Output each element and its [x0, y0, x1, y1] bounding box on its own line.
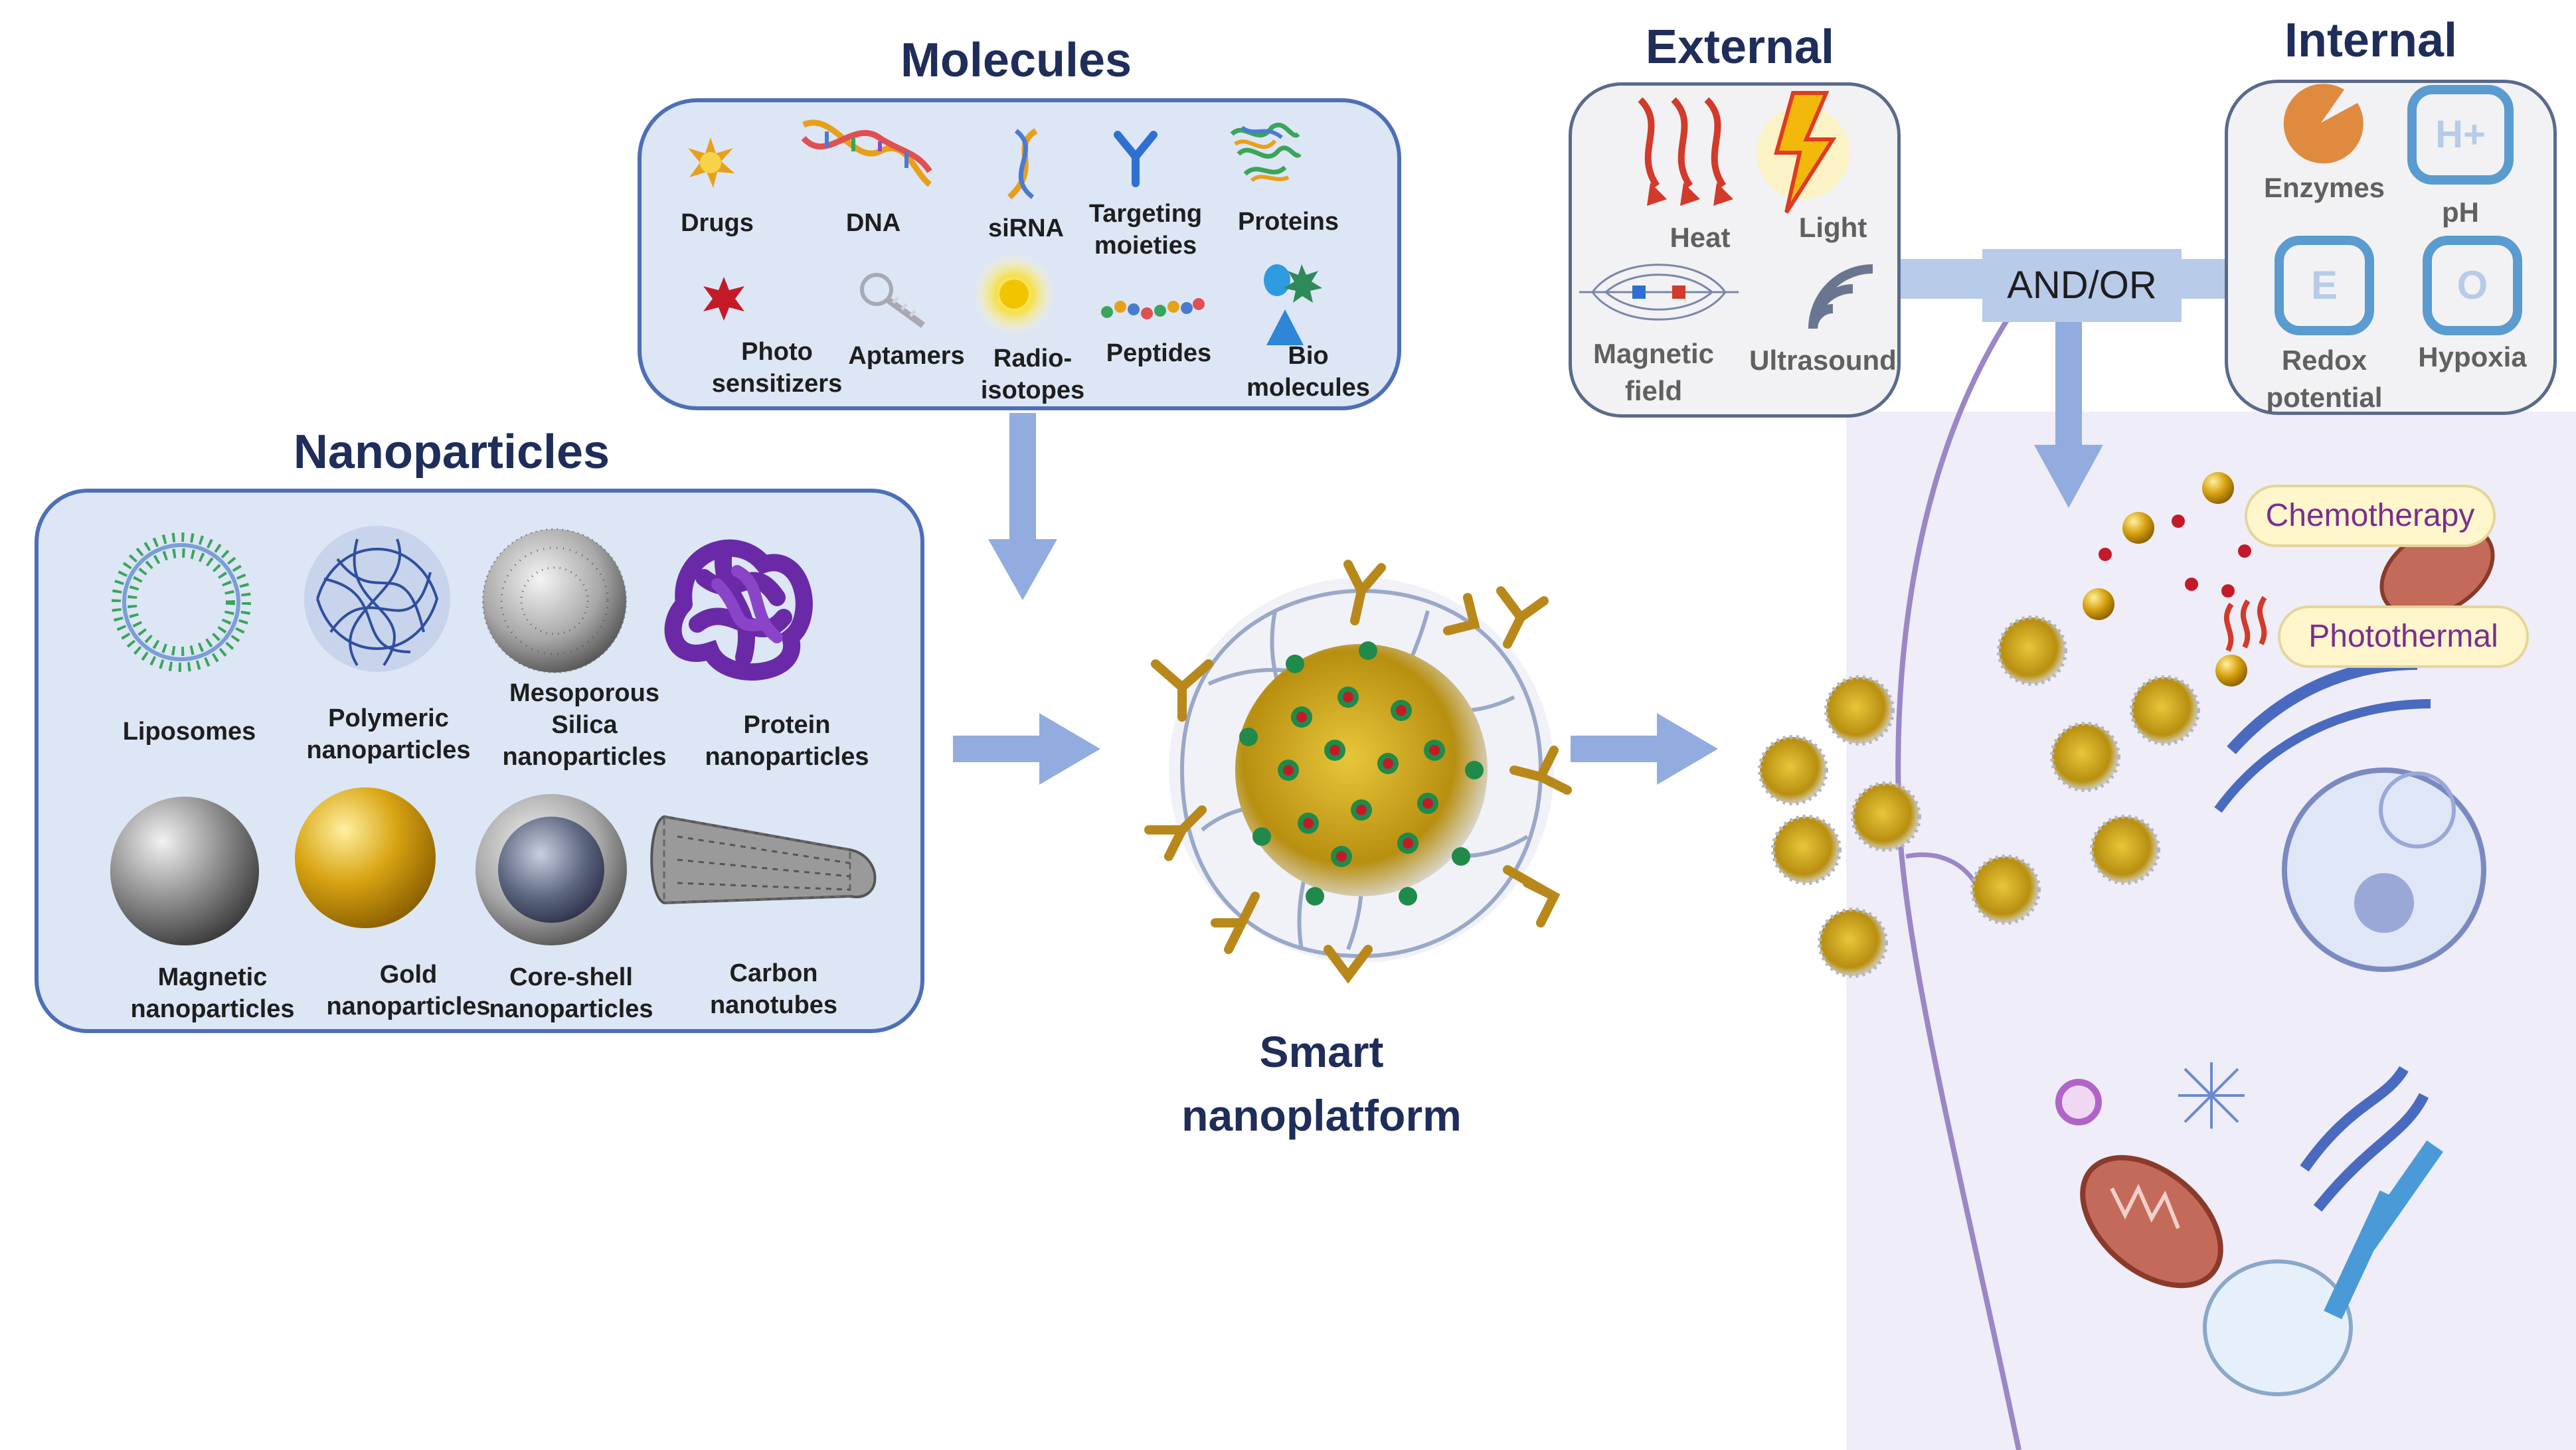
molecule-label-peptides: Peptides — [1106, 339, 1212, 367]
np-label-polymeric: Polymeric nanoparticles — [306, 704, 471, 764]
core-shell-np-icon — [475, 794, 627, 945]
polymeric-np-icon — [304, 526, 450, 672]
cell-contents — [1758, 472, 2495, 1396]
outcome-chemotherapy: Chemotherapy — [2245, 485, 2496, 547]
external-label-light: Light — [1798, 212, 1867, 243]
internal-label-enzymes: Enzymes — [2263, 172, 2385, 203]
np-label-magnetic: Magnetic nanoparticles — [130, 963, 295, 1023]
molecule-label-photosensitizers: Photo sensitizers — [711, 338, 843, 398]
released-gold-particles — [2083, 472, 2247, 686]
external-label-heat: Heat — [1670, 222, 1731, 253]
np-label-gold: Gold nanoparticles — [326, 961, 491, 1020]
nanoparticle-cluster — [1758, 615, 2200, 978]
np-label-core-shell: Core-shell nanoparticles — [489, 963, 653, 1023]
molecule-label-radioisotopes: Radio- isotopes — [980, 345, 1085, 404]
internal-label-redox: Redox potential — [2266, 345, 2383, 413]
np-label-protein: Protein nanoparticles — [705, 711, 869, 771]
np-label-liposomes: Liposomes — [122, 718, 256, 746]
external-label-magnetic-field: Magnetic field — [1592, 338, 1715, 406]
hypoxia-icon: O — [2423, 236, 2522, 335]
molecule-label-aptamers: Aptamers — [848, 342, 965, 370]
light-icon — [1757, 91, 1849, 214]
molecule-label-proteins: Proteins — [1237, 208, 1339, 236]
carbon-nanotube-icon — [650, 815, 877, 905]
magnetic-field-icon — [1579, 264, 1739, 321]
smart-nanoplatform-icon — [1144, 560, 1572, 984]
molecule-label-targeting: Targeting moieties — [1088, 200, 1203, 260]
biomolecule-icon — [1264, 264, 1322, 345]
arrow-molecules-down — [988, 413, 1057, 600]
ph-icon: H+ — [2407, 85, 2514, 185]
photosensitizer-icon — [703, 277, 744, 321]
protein-np-icon — [664, 539, 813, 681]
np-label-carbon-nanotubes: Carbon nanotubes — [709, 959, 838, 1019]
released-drugs — [2099, 515, 2251, 598]
arrow-platform-right — [1571, 713, 1718, 785]
protein-icon — [1230, 122, 1302, 183]
molecule-label-sirna: siRNA — [987, 214, 1065, 242]
liposome-icon — [112, 532, 251, 672]
magnetic-np-icon — [110, 797, 259, 945]
molecule-label-dna: DNA — [845, 209, 901, 237]
enzyme-icon — [2283, 84, 2363, 164]
arrow-nanoparticles-right — [953, 713, 1100, 785]
dna-icon — [801, 120, 932, 187]
external-title: External — [1645, 21, 1835, 74]
gold-np-icon — [295, 787, 436, 928]
heat-icon — [1638, 97, 1733, 206]
antibody-icon — [1114, 131, 1158, 187]
redox-icon: E — [2275, 236, 2374, 335]
aptamer-icon — [860, 273, 925, 329]
internal-label-hypoxia: Hypoxia — [2418, 341, 2527, 372]
mesoporous-silica-icon — [482, 528, 627, 673]
molecule-label-biomolecules: Bio molecules — [1246, 342, 1370, 402]
internal-title: Internal — [2284, 14, 2458, 67]
sirna-icon — [1007, 128, 1038, 200]
nanoparticles-title: Nanoparticles — [293, 426, 610, 479]
molecule-label-drugs: Drugs — [681, 209, 754, 237]
ultrasound-icon — [1808, 264, 1873, 329]
and-or-connector: AND/OR — [1982, 249, 2182, 322]
external-label-ultrasound: Ultrasound — [1749, 345, 1897, 376]
internal-label-ph: pH — [2442, 197, 2479, 228]
arrow-stimuli-down — [2034, 312, 2103, 508]
organelles — [2055, 523, 2495, 1396]
radioisotope-icon — [973, 253, 1055, 335]
np-label-mesoporous: Mesoporous Silica nanoparticles — [502, 679, 667, 771]
peptide-icon — [1101, 298, 1205, 319]
drugs-icon — [688, 137, 734, 188]
molecules-title: Molecules — [900, 34, 1132, 87]
outcome-photothermal: Photothermal — [2278, 605, 2529, 668]
smart-nanoplatform-label: Smart nanoplatform — [1181, 1027, 1462, 1140]
